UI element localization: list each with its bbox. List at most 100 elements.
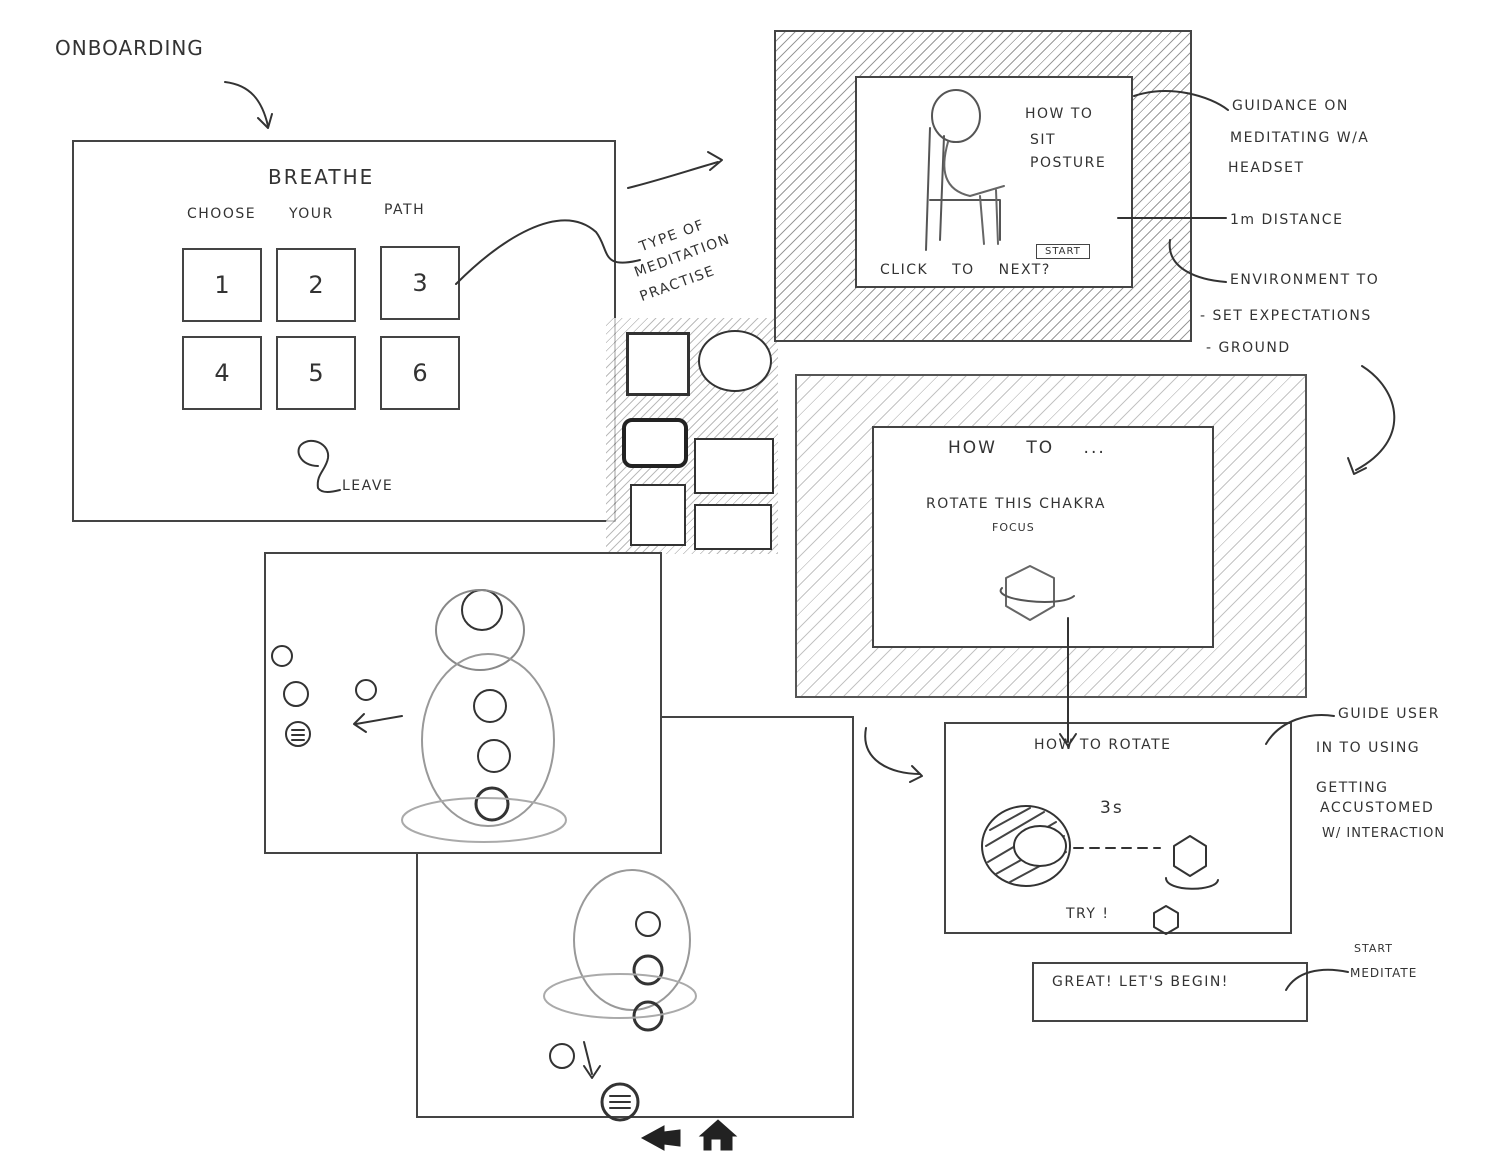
person-chair — [925, 127, 1001, 251]
howto-heading: HOW TO ... — [948, 438, 1106, 458]
front-chakra-3 — [474, 786, 510, 822]
guide-user-connector — [1265, 714, 1335, 745]
path-tile-2[interactable]: 2 — [276, 248, 356, 322]
back-chakra-2 — [632, 954, 664, 986]
shape-square-1[interactable] — [626, 332, 690, 396]
front-icon-menu — [285, 721, 311, 747]
distance-note: 1m DISTANCE — [1230, 212, 1344, 228]
rotate-sphere — [981, 805, 1071, 887]
breathe-heading: BREATHE — [268, 165, 375, 189]
howto-line-2: FOCUS — [992, 521, 1035, 534]
bottom-nav-icons — [640, 1119, 738, 1151]
into-rotate-arrow-head — [909, 765, 923, 783]
tile-connector — [455, 219, 641, 285]
env-to-howto-arrow — [1355, 365, 1396, 471]
front-left-arrow — [355, 715, 403, 725]
shape-rect-1[interactable] — [694, 438, 774, 494]
howto-screen — [872, 426, 1214, 648]
start-meditate-line-1: START — [1354, 942, 1393, 955]
your-word: YOUR — [289, 206, 334, 222]
back-chakra-1 — [635, 911, 661, 937]
breathe-to-posture-arrow — [627, 161, 719, 189]
rotate-timer: 3s — [1100, 798, 1124, 818]
try-label[interactable]: TRY ! — [1066, 906, 1110, 922]
guide-user-line-3: GETTING — [1316, 780, 1389, 796]
guidance-connector — [1133, 90, 1229, 111]
front-chakra-1 — [473, 689, 507, 723]
posture-start-button[interactable]: START — [1036, 244, 1090, 259]
posture-line-3: POSTURE — [1030, 155, 1107, 171]
guide-user-line-4: ACCUSTOMED — [1320, 800, 1435, 816]
posture-line-1: HOW TO — [1025, 106, 1094, 122]
posture-line-2: SIT — [1030, 132, 1057, 148]
front-body-outline — [421, 653, 555, 827]
back-legs-outline — [543, 973, 697, 1019]
rotate-screen — [944, 722, 1292, 934]
front-icon-1 — [271, 645, 293, 667]
guidance-line-3: HEADSET — [1228, 160, 1305, 176]
person-head — [931, 89, 981, 143]
into-rotate-arrow — [864, 727, 921, 775]
posture-footer[interactable]: CLICK TO NEXT? — [880, 262, 1051, 278]
path-tile-6[interactable]: 6 — [380, 336, 460, 410]
posture-screen — [855, 76, 1133, 288]
begin-button-label: GREAT! LET'S BEGIN! — [1052, 974, 1229, 990]
start-meditate-line-2: MEDITATE — [1350, 966, 1418, 980]
path-tile-4[interactable]: 4 — [182, 336, 262, 410]
front-left-arrow-head — [353, 713, 367, 733]
breathe-to-posture-arrow-head — [707, 151, 723, 171]
environment-line-2: - SET EXPECTATIONS — [1200, 308, 1372, 324]
rotate-sphere-band — [1013, 825, 1067, 867]
leave-label[interactable]: LEAVE — [342, 478, 394, 494]
page-title: ONBOARDING — [55, 36, 204, 60]
path-tile-5[interactable]: 5 — [276, 336, 356, 410]
environment-line-3: - GROUND — [1206, 340, 1291, 356]
person-legs — [979, 189, 999, 245]
back-arrow-icon — [640, 1125, 681, 1151]
guide-user-line-1: GUIDE USER — [1338, 706, 1441, 722]
try-hexagon-icon — [1153, 905, 1179, 935]
environment-connector — [1168, 239, 1227, 283]
rotate-hexagon-icon — [1173, 835, 1207, 877]
front-eye-icon — [355, 679, 377, 701]
leave-icon — [297, 439, 341, 493]
guidance-line-2: MEDITATING W/A — [1230, 130, 1370, 146]
rotate-ring — [1165, 877, 1219, 890]
front-chakra-2 — [477, 739, 511, 773]
person-body — [943, 141, 1005, 197]
title-arrow — [224, 81, 269, 127]
back-menu-icon-lines — [609, 1095, 631, 1109]
front-icon-sound — [283, 681, 309, 707]
front-head-circle — [461, 589, 503, 631]
path-word: PATH — [384, 202, 426, 218]
environment-line-1: ENVIRONMENT TO — [1230, 272, 1380, 288]
howto-rotate-ring — [999, 587, 1075, 603]
front-head-outline — [435, 589, 525, 671]
shape-circle[interactable] — [698, 330, 772, 392]
guide-user-line-5: W/ INTERACTION — [1322, 826, 1446, 841]
guide-user-line-2: IN TO USING — [1316, 740, 1421, 756]
front-legs-outline — [401, 797, 567, 843]
back-down-arrow-head — [583, 1065, 601, 1079]
shape-rect-2[interactable] — [694, 504, 772, 550]
begin-connector — [1285, 968, 1349, 991]
back-body-outline — [573, 869, 691, 1011]
back-menu-icon — [600, 1082, 640, 1122]
env-to-howto-arrow-head — [1347, 457, 1367, 475]
front-menu-icon-lines — [291, 729, 305, 741]
shape-rounded-square[interactable] — [622, 418, 688, 468]
begin-button[interactable]: GREAT! LET'S BEGIN! — [1032, 962, 1308, 1022]
path-tile-1[interactable]: 1 — [182, 248, 262, 322]
howto-hexagon-icon — [1005, 565, 1055, 621]
back-down-arrow — [583, 1041, 593, 1075]
home-icon — [698, 1119, 738, 1151]
guidance-line-1: GUIDANCE ON — [1232, 98, 1349, 114]
back-eye-icon — [549, 1043, 575, 1069]
path-tile-3[interactable]: 3 — [380, 246, 460, 320]
title-arrow-head — [257, 113, 273, 129]
howto-line-1: ROTATE THIS CHAKRA — [926, 496, 1106, 512]
choose-word: CHOOSE — [187, 206, 257, 222]
howto-to-rotate-arrow-head — [1059, 733, 1077, 747]
shape-square-2[interactable] — [630, 484, 686, 546]
